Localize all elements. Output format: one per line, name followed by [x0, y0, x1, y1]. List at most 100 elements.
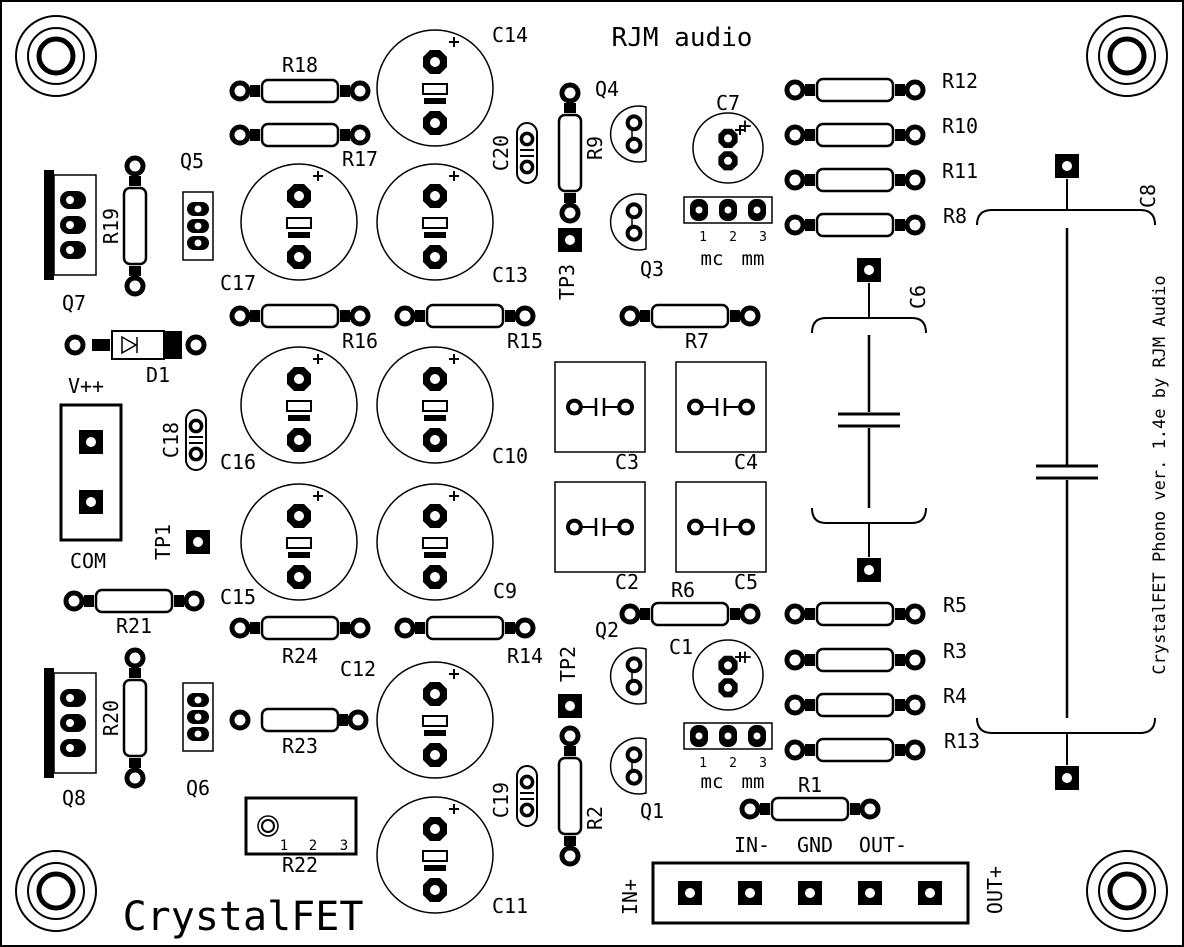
- transistor-q8: [43, 667, 97, 779]
- testpoint-tp3: [558, 228, 582, 252]
- label-c20: C20: [489, 135, 513, 171]
- label-r2: R2: [583, 806, 607, 830]
- capacitor-c1: [693, 640, 763, 710]
- label-r21: R21: [116, 614, 152, 638]
- pad-vpp: [79, 430, 103, 454]
- label-r10: R10: [942, 114, 978, 138]
- brand-label: RJM audio: [612, 23, 753, 53]
- label-q1: Q1: [640, 799, 664, 823]
- label-c13: C13: [492, 263, 528, 287]
- label-c4: C4: [734, 450, 758, 474]
- label-r19: R19: [99, 208, 123, 244]
- jumper-upper-pin-1: 1: [699, 230, 707, 245]
- capacitor-c2: [555, 482, 645, 572]
- pad-com: [79, 490, 103, 514]
- capacitor-c19: [517, 766, 537, 826]
- capacitor-c4: [676, 362, 766, 452]
- capacitor-c16: [241, 347, 357, 463]
- label-c7: C7: [716, 91, 740, 115]
- label-q6: Q6: [186, 776, 210, 800]
- jumper-lower-mm: mm: [742, 771, 765, 793]
- label-r13: R13: [944, 729, 980, 753]
- transistor-q5: [182, 191, 214, 261]
- label-r4: R4: [943, 684, 967, 708]
- capacitor-c8: [976, 154, 1156, 790]
- label-r5: R5: [943, 593, 967, 617]
- label-tp2: TP2: [556, 646, 580, 682]
- capacitor-c11: [377, 797, 493, 913]
- label-c15: C15: [220, 585, 256, 609]
- label-r8: R8: [943, 204, 967, 228]
- mounting-hole: [1087, 16, 1167, 96]
- label-out-minus: OUT-: [859, 833, 907, 857]
- label-r6: R6: [671, 578, 695, 602]
- capacitor-c9: [377, 484, 493, 600]
- capacitor-c20: [517, 123, 537, 183]
- product-label: CrystalFET: [123, 894, 364, 940]
- power-connector: [59, 403, 123, 542]
- capacitor-c18: [186, 410, 206, 470]
- label-q3: Q3: [640, 257, 664, 281]
- transistor-q6: [182, 682, 214, 752]
- label-q5: Q5: [180, 149, 204, 173]
- label-d1: D1: [146, 363, 170, 387]
- label-r15: R15: [507, 329, 543, 353]
- label-com: COM: [70, 549, 106, 573]
- jumper-lower-mc: mc: [701, 771, 724, 793]
- label-c19: C19: [489, 782, 513, 818]
- capacitor-c14: [377, 30, 493, 146]
- pad-gnd: [798, 881, 822, 905]
- pad-in-minus: [738, 881, 762, 905]
- label-q7: Q7: [62, 291, 86, 315]
- label-c10: C10: [492, 444, 528, 468]
- label-c12: C12: [340, 657, 376, 681]
- label-c3: C3: [615, 450, 639, 474]
- capacitor-c6: [811, 258, 927, 582]
- label-q2: Q2: [595, 618, 619, 642]
- label-tp3: TP3: [555, 264, 579, 300]
- capacitor-c10: [377, 347, 493, 463]
- polarity-c1: +: [738, 645, 751, 670]
- capacitor-c3: [555, 362, 645, 452]
- trimmer-pin-3: 3: [340, 838, 348, 854]
- label-r17: R17: [342, 147, 378, 171]
- trimmer-pin-2: 2: [309, 838, 317, 854]
- label-r12: R12: [942, 69, 978, 93]
- label-c14: C14: [492, 23, 528, 47]
- label-gnd: GND: [797, 833, 833, 857]
- capacitor-c13: [377, 164, 493, 280]
- label-c16: C16: [220, 450, 256, 474]
- label-r20: R20: [99, 700, 123, 736]
- testpoint-tp1: [186, 530, 210, 554]
- jumper-upper-mm: mm: [742, 248, 765, 270]
- capacitor-c5: [676, 482, 766, 572]
- pad-in-plus: [678, 881, 702, 905]
- jumper-upper-mc: mc: [701, 248, 724, 270]
- capacitor-c17: [241, 164, 357, 280]
- capacitor-c12: [377, 662, 493, 778]
- label-out-plus: OUT+: [983, 866, 1007, 914]
- jumper-lower-pin-2: 2: [729, 756, 737, 771]
- label-tp1: TP1: [151, 524, 175, 560]
- label-c17: C17: [220, 271, 256, 295]
- capacitor-c7: [693, 113, 763, 183]
- pad-out-minus: [858, 881, 882, 905]
- label-vpp: V++: [68, 374, 104, 398]
- transistor-q7: [43, 169, 97, 281]
- label-in-plus: IN+: [618, 879, 642, 915]
- label-c2: C2: [615, 570, 639, 594]
- polarity-c7: +: [738, 114, 751, 139]
- label-c1: C1: [669, 635, 693, 659]
- jumper-upper-mc-mm: [683, 196, 773, 224]
- mounting-hole: [1087, 851, 1167, 931]
- jumper-upper-pin-2: 2: [729, 230, 737, 245]
- label-c6: C6: [906, 285, 930, 309]
- diode-d1: [67, 330, 204, 360]
- trimmer-r22: [244, 796, 358, 856]
- label-in-minus: IN-: [734, 833, 770, 857]
- jumper-lower-pin-1: 1: [699, 756, 707, 771]
- label-c9: C9: [493, 579, 517, 603]
- resistor-r23: [232, 707, 366, 733]
- label-r24: R24: [282, 644, 318, 668]
